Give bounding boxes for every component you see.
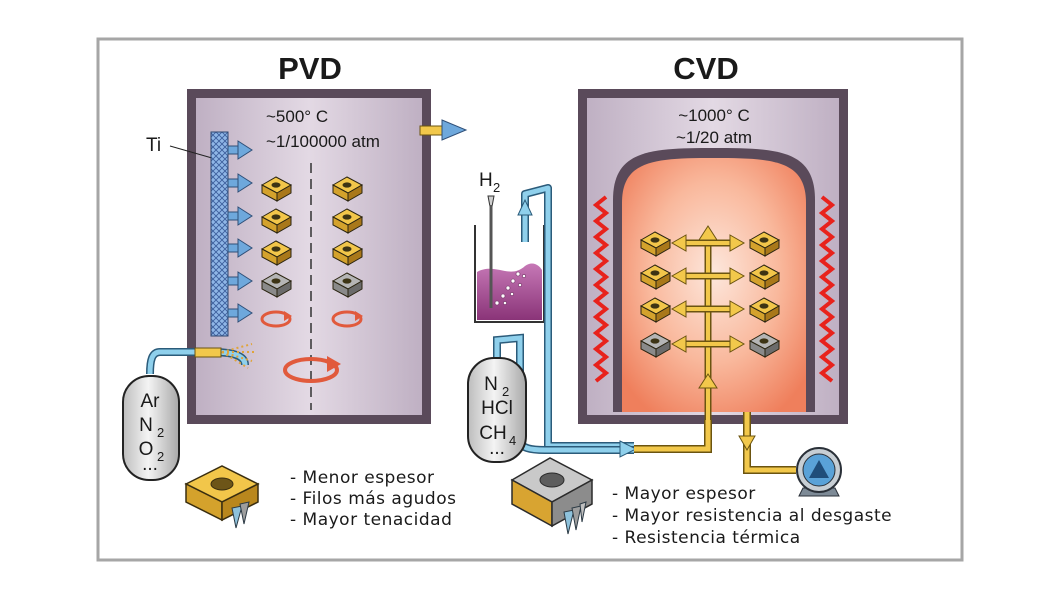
- pvd-ion-arrows: [227, 140, 253, 323]
- pvd-gas-more: ...: [142, 454, 158, 475]
- gas-flow-arrow-icon: [670, 267, 746, 285]
- cvd-feature-3: - Resistencia térmica: [612, 528, 801, 548]
- pvd-pressure: ~1/100000 atm: [266, 132, 380, 151]
- cvd-insert: [639, 332, 672, 358]
- cvd-feature-2: - Mayor resistencia al desgaste: [612, 506, 892, 526]
- cvd-insert: [639, 297, 672, 323]
- cvd-coated-insert-icon: [510, 457, 594, 535]
- pvd-title: PVD: [278, 51, 342, 86]
- cvd-insert: [748, 231, 781, 257]
- h2-label: H: [479, 170, 493, 191]
- cvd-insert: [639, 231, 672, 257]
- cvd-gas-tank: [467, 333, 712, 463]
- pvd-feature-1: - Menor espesor: [290, 468, 435, 488]
- vacuum-pump-icon: [796, 447, 842, 497]
- pvd-gas-o: O: [139, 439, 154, 460]
- pvd-gas-o-sub: 2: [157, 449, 164, 464]
- pvd-rotation-icons: [260, 310, 363, 383]
- pvd-insert: [260, 176, 293, 202]
- pvd-inserts: [260, 176, 364, 298]
- cvd-heaters: [592, 195, 836, 383]
- cvd-insert: [639, 264, 672, 290]
- pvd-insert: [331, 176, 364, 202]
- cvd-temperature: ~1000° C: [678, 106, 750, 125]
- cvd-gas-distributor: [670, 225, 746, 420]
- cvd-insert: [748, 297, 781, 323]
- gas-flow-arrow-icon: [670, 234, 746, 252]
- cvd-feature-1: - Mayor espesor: [612, 484, 756, 504]
- ti-target: [210, 131, 229, 337]
- pvd-insert: [331, 240, 364, 266]
- cvd-exhaust: [738, 412, 796, 474]
- ion-arrow-icon: [227, 238, 253, 258]
- cvd-gas-ch-sub: 4: [509, 433, 516, 448]
- ion-arrow-icon: [227, 271, 253, 291]
- ti-label: Ti: [146, 135, 161, 156]
- pvd-insert: [331, 208, 364, 234]
- cvd-insert: [748, 264, 781, 290]
- cvd-gas-hcl: HCl: [481, 398, 513, 419]
- pvd-temperature: ~500° C: [266, 107, 328, 126]
- gas-flow-arrow-icon: [670, 300, 746, 318]
- pvd-gas-tank: [122, 343, 254, 481]
- pvd-coated-insert-icon: [184, 465, 260, 529]
- pvd-feature-3: - Mayor tenacidad: [290, 510, 452, 530]
- ion-arrow-icon: [227, 206, 253, 226]
- h2-label-sub: 2: [493, 180, 500, 195]
- pvd-insert: [331, 272, 364, 298]
- cvd-gas-more: ...: [489, 438, 505, 459]
- pvd-insert: [260, 208, 293, 234]
- cvd-pressure: ~1/20 atm: [676, 128, 752, 147]
- ti-leader-line: [169, 145, 213, 159]
- pvd-insert: [260, 240, 293, 266]
- ion-arrow-icon: [227, 173, 253, 193]
- cvd-gas-n-sub: 2: [502, 384, 509, 399]
- cvd-inserts: [639, 231, 781, 358]
- cvd-title: CVD: [673, 51, 738, 86]
- main-rotation-icon: [283, 356, 341, 383]
- ion-arrow-icon: [227, 303, 253, 323]
- pvd-gas-n-sub: 2: [157, 425, 164, 440]
- pvd-feature-2: - Filos más agudos: [290, 489, 456, 509]
- pvd-gas-n: N: [139, 415, 153, 436]
- cvd-gas-n: N: [484, 374, 498, 395]
- pvd-exhaust-arrow: [419, 119, 468, 141]
- cvd-insert: [748, 332, 781, 358]
- ion-arrow-icon: [227, 140, 253, 160]
- pvd-gas-ar: Ar: [141, 391, 161, 412]
- gas-flow-arrow-icon: [670, 335, 746, 353]
- pvd-insert: [260, 272, 293, 298]
- cvd-gas-ch: CH: [479, 423, 506, 444]
